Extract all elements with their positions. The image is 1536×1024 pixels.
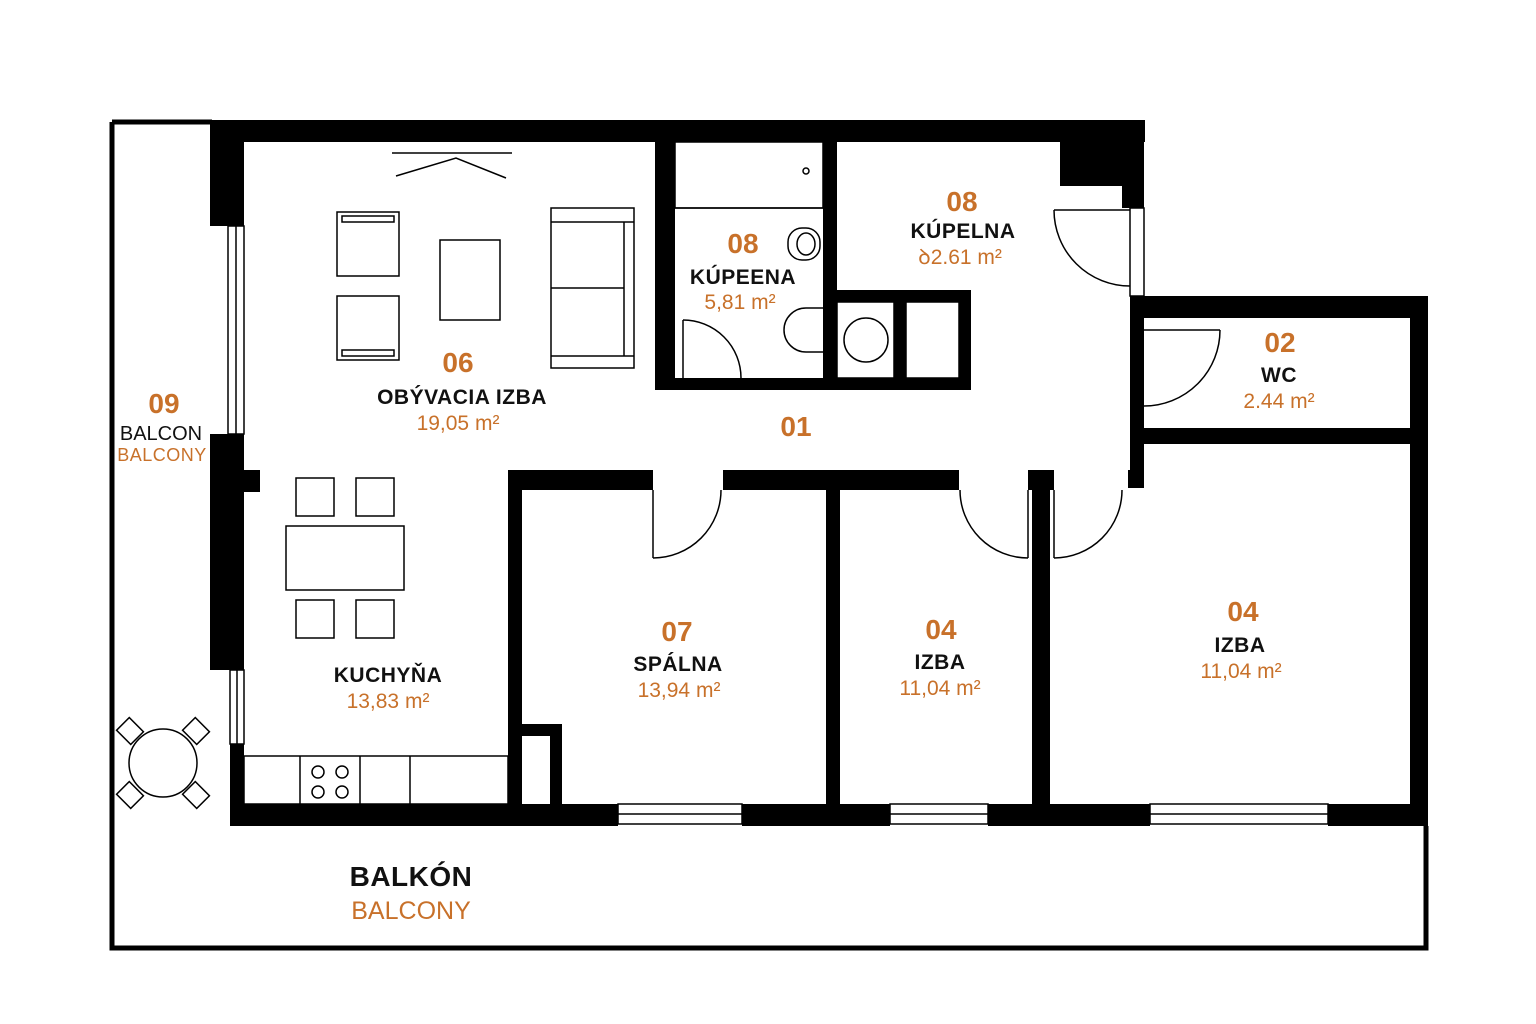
kitchen-name: KUCHYŇA <box>333 664 443 687</box>
room-b-name: IZBA <box>1214 634 1266 657</box>
bathroom1-area: 5,81 m² <box>704 291 776 314</box>
room-b-area: 11,04 m² <box>1200 660 1282 683</box>
hall-number: 01 <box>780 411 812 442</box>
balcony-outline <box>109 119 1429 951</box>
living-furniture <box>336 152 635 369</box>
room-a-number: 04 <box>925 614 957 645</box>
interior-walls <box>244 140 1428 826</box>
side-balcony-number: 09 <box>148 388 180 419</box>
doors <box>652 209 1221 559</box>
bathroom-fixtures <box>674 141 960 379</box>
bathroom1-number: 08 <box>727 228 759 259</box>
main-balcony-sub: BALCONY <box>351 897 471 925</box>
bedroom-area: 13,94 m² <box>637 679 721 702</box>
bedroom-name: SPÁLNA <box>633 653 723 676</box>
kitchen-area: 13,83 m² <box>346 690 430 713</box>
wc-name: WC <box>1261 364 1297 387</box>
living-room-number: 06 <box>442 347 474 378</box>
wc-number: 02 <box>1264 327 1296 358</box>
bathroom2-name: KÚPELNA <box>910 220 1016 243</box>
living-room-area: 19,05 m² <box>416 412 500 435</box>
side-balcony-name: BALCON <box>119 423 203 445</box>
wc-area: 2.44 m² <box>1243 390 1315 413</box>
balcony-table <box>115 716 211 810</box>
living-room-name: OBÝVACIA IZBA <box>377 386 547 409</box>
bathroom2-area: ꝺ2.61 m² <box>918 246 1002 269</box>
room-a-area: 11,04 m² <box>899 677 981 700</box>
room-b-number: 04 <box>1227 596 1259 627</box>
windows <box>227 207 1329 825</box>
bathroom1-name: KÚPEENA <box>689 266 797 289</box>
kitchen-furniture <box>243 477 509 805</box>
bedroom-number: 07 <box>661 616 693 647</box>
room-a-name: IZBA <box>914 651 966 674</box>
main-balcony-name: BALKÓN <box>349 861 473 892</box>
side-balcony-sub: BALCONY <box>117 445 207 465</box>
bathroom2-number: 08 <box>946 186 978 217</box>
